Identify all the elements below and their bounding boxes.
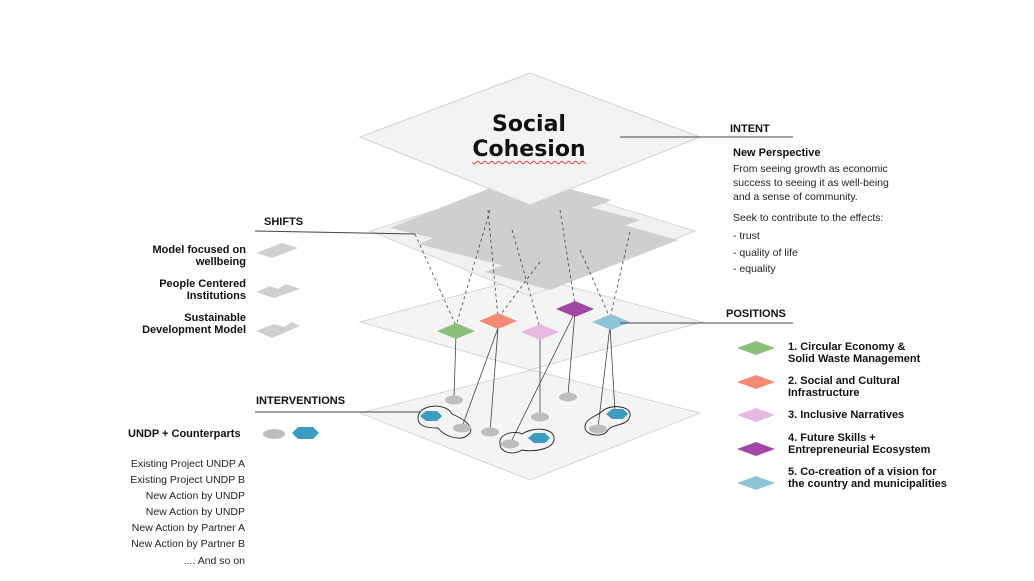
position-legend-1: 1. Circular Economy & Solid Waste Manage…	[788, 341, 920, 365]
shift-label: wellbeing	[195, 256, 246, 268]
shift-icons	[256, 243, 300, 338]
shift-position-links	[414, 209, 631, 329]
shifts-heading: SHIFTS	[264, 216, 304, 228]
intervention-list-item: Existing Project UNDP B	[130, 474, 245, 486]
position-legend-diamonds	[737, 341, 775, 490]
position-legend-4: 4. Future Skills + Entrepreneurial Ecosy…	[788, 432, 930, 456]
position-label: Infrastructure	[788, 387, 860, 399]
intervention-blue-hexagons	[420, 409, 628, 443]
positions-heading: POSITIONS	[726, 308, 786, 320]
interventions-heading: INTERVENTIONS	[256, 395, 346, 407]
position-label: Solid Waste Management	[788, 353, 921, 365]
intervention-list-item: .... And so on	[183, 555, 245, 567]
position-label: 2. Social and Cultural	[788, 375, 900, 387]
position-legend-3: 3. Inclusive Narratives	[788, 409, 904, 421]
intent-text-line: and a sense of community.	[733, 191, 858, 203]
shift-label: Sustainable	[184, 312, 246, 324]
position-label: 3. Inclusive Narratives	[788, 409, 905, 421]
position-2-diamond	[479, 313, 517, 329]
effect-item: - trust	[733, 230, 760, 242]
counterparts-blue-hexagon	[292, 427, 319, 439]
shift-label: Development Model	[142, 324, 246, 336]
position-label: 1. Circular Economy &	[788, 341, 906, 353]
shift-label: Institutions	[186, 290, 246, 302]
position-label: the country and municipalities	[788, 478, 947, 490]
positions-plane	[358, 275, 704, 371]
intent-description: From seeing growth as economic success t…	[733, 162, 889, 204]
intervention-clusters	[417, 405, 631, 454]
position-4-diamond	[556, 301, 594, 317]
callout-lines	[254, 136, 793, 413]
title-line-1: Social	[492, 112, 566, 137]
position-3-diamond	[521, 324, 559, 340]
intervention-list-item: New Action by UNDP	[145, 490, 245, 502]
intent-subheading: New Perspective	[733, 147, 821, 159]
intervention-list-item: Existing Project UNDP A	[130, 458, 245, 470]
intervention-list-item: New Action by UNDP	[145, 506, 245, 518]
intervention-list-item: New Action by Partner B	[131, 538, 245, 550]
intervention-gray-dots	[445, 392, 607, 449]
position-intervention-links	[453, 311, 616, 445]
intent-heading: INTENT	[730, 123, 770, 135]
intent-text-line: success to seeing it as well-being	[733, 177, 889, 189]
effect-item: - quality of life	[733, 246, 798, 259]
shift-item-3: Sustainable Development Model	[142, 312, 246, 336]
position-label: 5. Co-creation of a vision for	[788, 466, 937, 478]
position-1-diamond	[437, 323, 475, 339]
intent-effects-intro: Seek to contribute to the effects:	[733, 212, 884, 224]
intervention-list-item: New Action by Partner A	[131, 522, 245, 534]
shift-label: Model focused on	[152, 244, 247, 256]
diagram-title: Social Cohesion	[456, 112, 602, 162]
counterparts-label: UNDP + Counterparts	[128, 428, 241, 440]
effect-item: - equality	[733, 263, 776, 275]
position-legend-5: 5. Co-creation of a vision for the count…	[788, 466, 947, 490]
shift-item-1: Model focused on wellbeing	[153, 244, 247, 268]
position-label: Entrepreneurial Ecosystem	[788, 444, 931, 456]
shift-item-2: People Centered Institutions	[159, 278, 246, 302]
position-label: 4. Future Skills +	[788, 432, 876, 444]
counterparts-gray-dot	[263, 429, 285, 439]
title-line-2: Cohesion	[472, 137, 586, 162]
position-5-diamond	[592, 314, 630, 330]
intent-effects-list: - trust - quality of life - equality	[733, 228, 798, 278]
shift-label: People Centered	[159, 278, 246, 290]
position-legend-2: 2. Social and Cultural Infrastructure	[788, 375, 900, 399]
interventions-plane	[358, 369, 702, 481]
intent-text-line: From seeing growth as economic	[733, 163, 888, 175]
